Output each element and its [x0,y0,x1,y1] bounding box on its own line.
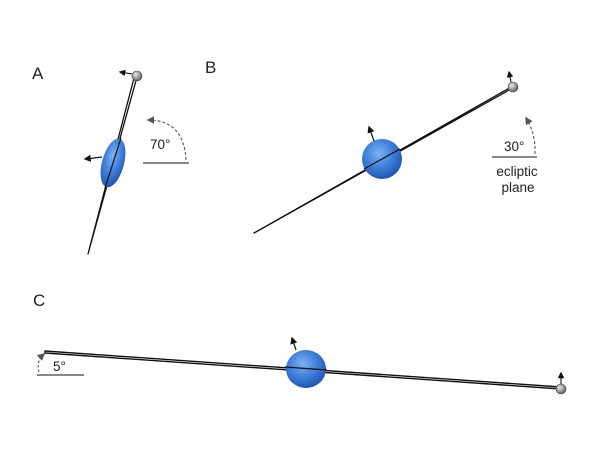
panel-c-angle-label: 5° [53,359,66,374]
panel-c-body-arrow [290,336,298,351]
panel-a-body-arrow [83,154,103,162]
panel-a-angle-label: 70° [150,137,170,152]
panel-c-ball [555,383,567,395]
panel-a: A 70° [32,64,189,255]
panel-b-label: B [205,58,216,77]
panel-a-ball-arrow [118,69,133,77]
panel-b-orbit-front [363,148,401,170]
panel-b-ball-arrow [506,70,514,83]
panel-b-angle-label: 30° [504,139,524,154]
panel-a-label: A [32,64,44,83]
panel-c: C 5° [33,291,567,395]
panel-a-orbit-front [104,137,122,189]
panel-c-orbit-front [284,366,328,371]
panel-a-angle-arc [146,116,187,161]
panel-b-angle-arc [525,116,536,155]
panel-c-angle-arc [36,352,46,373]
panel-c-label: C [33,291,45,310]
panel-b-plane-label-line1: ecliptic [496,164,538,179]
panel-b-body-arrow [367,125,375,142]
panel-a-ball [131,70,143,82]
panel-b: B 30° ecliptic plane [205,58,538,234]
panel-b-plane-label-line2: plane [501,180,534,195]
panel-b-ball [507,81,519,93]
